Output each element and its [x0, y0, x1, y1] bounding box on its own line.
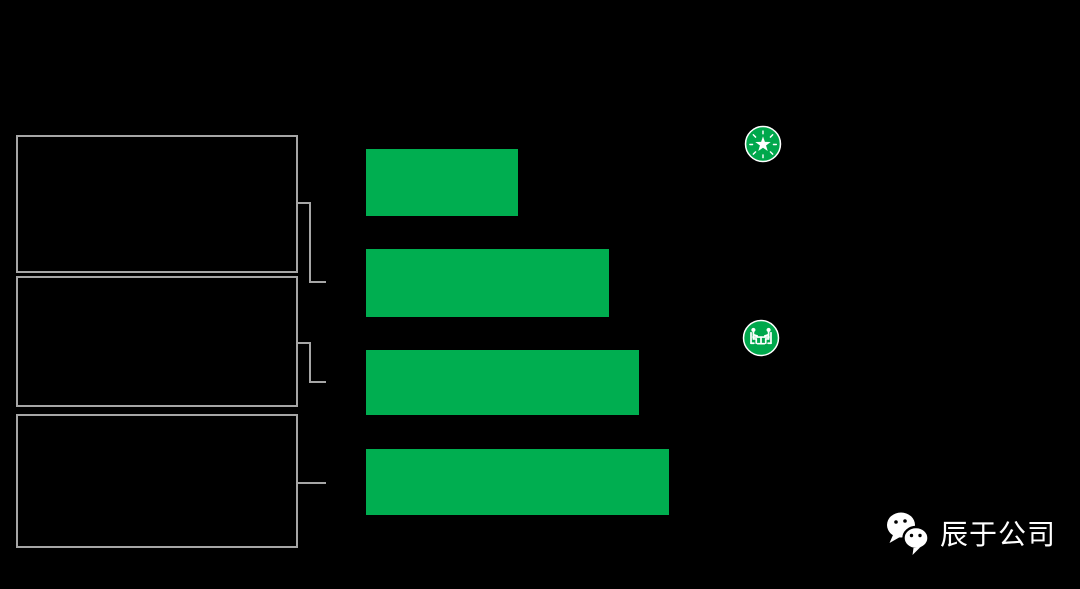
connector-line [309, 381, 326, 383]
connector-line [309, 342, 311, 383]
starburst-icon [744, 125, 782, 163]
wechat-logo-icon [884, 510, 934, 556]
bar-1 [366, 149, 518, 216]
annotation-box-2 [16, 276, 298, 407]
annotation-box-3 [16, 414, 298, 548]
connector-line [298, 202, 311, 204]
bar-4 [366, 449, 669, 515]
meeting-icon [742, 319, 780, 357]
annotation-box-1 [16, 135, 298, 273]
connector-line [309, 281, 326, 283]
bar-3 [366, 350, 639, 415]
brand-watermark: 辰于公司 [884, 508, 1056, 558]
connector-line [309, 202, 311, 283]
brand-name: 辰于公司 [940, 518, 1057, 551]
connector-line [298, 342, 311, 344]
bar-2 [366, 249, 609, 317]
connector-line [298, 482, 326, 484]
